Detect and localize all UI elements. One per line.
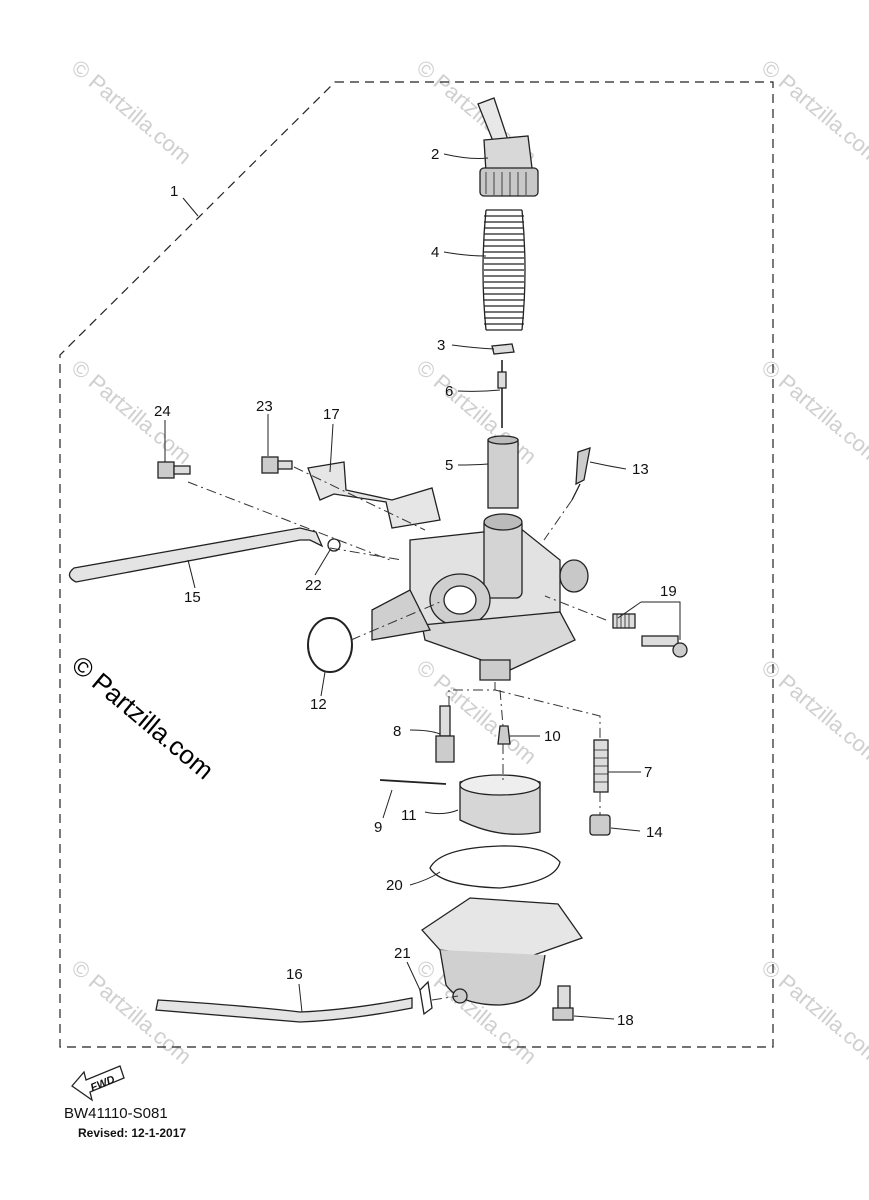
- callout-12: 12: [310, 696, 327, 713]
- callout-17: 17: [323, 406, 340, 423]
- watermark-main: © Partzilla.com: [66, 650, 219, 786]
- callout-10: 10: [544, 728, 561, 745]
- guide-lines: [187, 466, 607, 1001]
- callout-14: 14: [646, 824, 663, 841]
- needle-part-6: [497, 360, 507, 428]
- pin-part-9: [379, 779, 447, 785]
- callout-2: 2: [431, 146, 439, 163]
- callout-8: 8: [393, 723, 401, 740]
- revision-date: Revised: 12-1-2017: [78, 1126, 187, 1140]
- callout-5: 5: [445, 457, 453, 474]
- jet-part-7: [593, 739, 609, 793]
- diagram-code: BW41110-S081: [64, 1105, 168, 1122]
- callout-labels: 1 2 3 4 5 6 7 8 9 10 11 12 13 14 15 16 1…: [154, 146, 677, 1029]
- callout-7: 7: [644, 764, 652, 781]
- callout-3: 3: [437, 337, 445, 354]
- jet-part-10: [497, 725, 511, 745]
- cap-part-2: [477, 97, 539, 197]
- clip-part-3: [491, 343, 515, 355]
- screw-part-18: [552, 985, 574, 1021]
- hose-part-16: [155, 997, 413, 1023]
- callout-13: 13: [632, 461, 649, 478]
- callout-16: 16: [286, 966, 303, 983]
- watermark: © Partzilla.com: [757, 655, 869, 769]
- gasket-part-20: [429, 845, 561, 889]
- clip-part-22: [327, 538, 341, 552]
- callout-6: 6: [445, 383, 453, 400]
- float-part-11: [459, 774, 541, 835]
- float-bowl: [421, 897, 584, 1006]
- screw-part-13: [571, 447, 591, 501]
- parts: [68, 97, 688, 1023]
- callout-11: 11: [401, 807, 417, 824]
- callout-15: 15: [184, 589, 201, 606]
- callout-20: 20: [386, 877, 403, 894]
- fwd-arrow-icon: FWD: [71, 1065, 125, 1102]
- watermark: © Partzilla.com: [67, 55, 197, 169]
- watermark: © Partzilla.com: [412, 655, 542, 769]
- watermark: © Partzilla.com: [757, 355, 869, 469]
- plug-part-14: [589, 814, 611, 836]
- jet-part-8: [435, 705, 455, 763]
- callout-9: 9: [374, 819, 382, 836]
- oring-part-12: [307, 617, 353, 673]
- slide-part-5: [487, 435, 519, 509]
- assembly-boundary: [59, 81, 774, 1048]
- callout-18: 18: [617, 1012, 634, 1029]
- bolt-part-24: [157, 461, 191, 479]
- callout-19: 19: [660, 583, 677, 600]
- callout-4: 4: [431, 244, 439, 261]
- clip-part-21: [419, 980, 433, 1016]
- callout-23: 23: [256, 398, 273, 415]
- bolt-part-23: [261, 456, 293, 474]
- callout-21: 21: [394, 945, 411, 962]
- screw-spring-part-19: [612, 613, 688, 658]
- spring-part-4: [482, 209, 526, 331]
- callout-1: 1: [170, 183, 178, 200]
- watermark: © Partzilla.com: [757, 55, 869, 169]
- callout-22: 22: [305, 577, 322, 594]
- leader-lines: [164, 153, 681, 1020]
- bracket-part-17: [307, 461, 441, 529]
- callout-24: 24: [154, 403, 171, 420]
- watermark: © Partzilla.com: [757, 955, 869, 1069]
- watermark: © Partzilla.com: [67, 355, 197, 469]
- hose-part-15: [68, 527, 324, 583]
- watermark: © Partzilla.com: [412, 355, 542, 469]
- carburetor-body: [371, 513, 589, 681]
